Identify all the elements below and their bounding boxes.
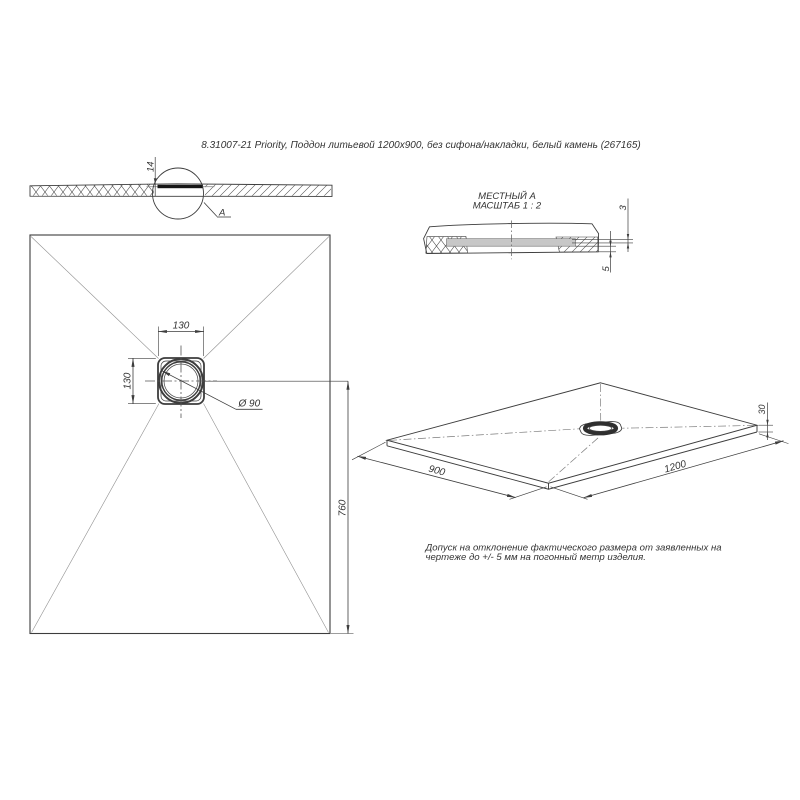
drain-cover-edge — [157, 184, 203, 189]
dim-30: 30 — [757, 402, 773, 440]
section-crosshatch — [31, 184, 154, 196]
section-diagonal-hatch — [205, 184, 331, 196]
dim-30-value: 30 — [757, 404, 767, 414]
dim-130-height-value: 130 — [122, 372, 133, 389]
dim-900: 900 — [351, 441, 547, 500]
detail-a-callout: A — [203, 202, 231, 219]
dim-diameter-90-value: Ø 90 — [238, 398, 261, 409]
dim-14-value: 14 — [145, 161, 156, 172]
dim-14: 14 — [145, 157, 157, 196]
dim-760-value: 760 — [337, 499, 348, 516]
detail-view-name: МЕСТНЫЙ А — [478, 190, 536, 202]
dim-5-value: 5 — [601, 266, 612, 272]
dim-130-width-value: 130 — [173, 321, 190, 332]
tolerance-note: Допуск на отклонение фактического размер… — [425, 543, 722, 564]
detail-view-scale: МАСШТАБ 1 : 2 — [473, 201, 542, 212]
section-view: A 14 — [29, 157, 333, 220]
slope-diagonals-plan — [30, 236, 330, 633]
dim-5: 5 — [575, 231, 616, 273]
tolerance-note-line2: чертеже до +/- 5 мм на погонный метр изд… — [426, 552, 646, 563]
tray-outline-plan — [29, 234, 331, 635]
dim-3-value: 3 — [618, 205, 629, 211]
plan-view: 130 130 Ø 90 760 — [29, 234, 354, 635]
dim-130-width: 130 — [157, 321, 205, 356]
detail-a-label: A — [218, 208, 225, 219]
detail-a-view: МЕСТНЫЙ А МАСШТАБ 1 : 2 3 5 — [423, 190, 633, 273]
gasket-band — [446, 238, 576, 247]
iso-view: 900 1200 30 — [351, 382, 789, 500]
slope-diagonals-iso — [388, 383, 756, 483]
tolerance-note-line1: Допуск на отклонение фактического размер… — [425, 543, 722, 554]
dim-760: 760 — [204, 380, 354, 634]
drawing-title: 8.31007-21 Priority, Поддон литьевой 120… — [201, 139, 641, 151]
dim-130-height: 130 — [122, 357, 156, 405]
drain-iso — [579, 421, 623, 436]
dim-1200-value: 1200 — [663, 459, 688, 476]
dim-3: 3 — [572, 198, 633, 252]
detail-a-circle — [152, 167, 204, 220]
dim-900-value: 900 — [427, 464, 446, 479]
dim-diameter-90: Ø 90 — [161, 370, 263, 410]
